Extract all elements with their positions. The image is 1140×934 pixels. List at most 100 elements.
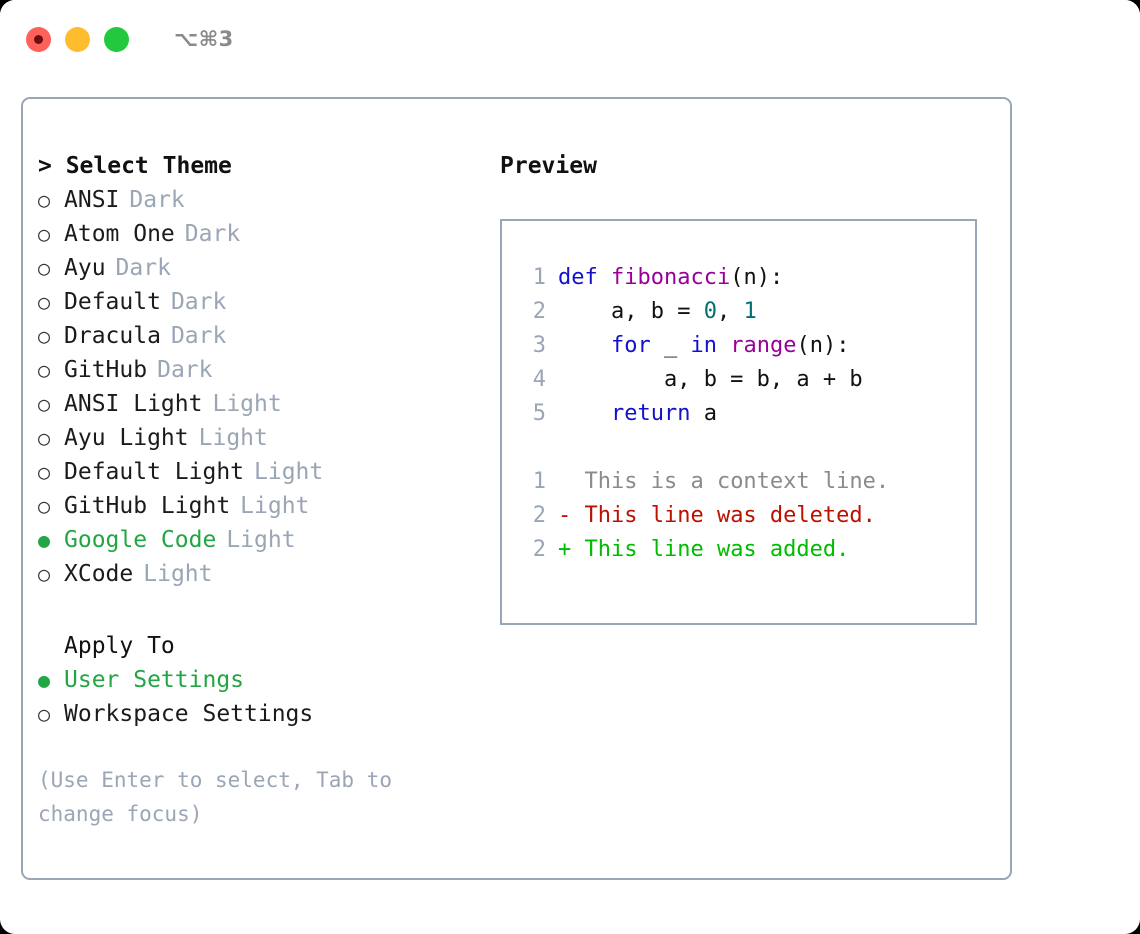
- radio-unselected-icon: ○: [38, 494, 51, 518]
- theme-option-tag: Dark: [170, 323, 227, 349]
- theme-option-label: Google Code: [64, 527, 217, 553]
- line-number: 3: [532, 333, 546, 358]
- apply-to-list: ●User Settings○Workspace Settings: [38, 663, 498, 731]
- radio-unselected-icon: ○: [38, 460, 51, 484]
- theme-option-ayu-light[interactable]: ○ Ayu Light Light: [38, 421, 498, 455]
- keyboard-shortcut-label: ⌥⌘3: [174, 27, 234, 51]
- theme-option-xcode[interactable]: ○ XCode Light: [38, 557, 498, 591]
- apply-to-option-workspace-settings[interactable]: ○Workspace Settings: [38, 697, 498, 731]
- theme-option-label: Ayu: [64, 255, 106, 281]
- apply-to-option-label: User Settings: [64, 667, 245, 693]
- theme-option-tag: Light: [254, 459, 324, 485]
- apply-to-option-user-settings[interactable]: ●User Settings: [38, 663, 498, 697]
- theme-option-tag: Dark: [157, 357, 213, 383]
- radio-unselected-icon: ○: [38, 222, 51, 246]
- diff-marker: -: [558, 503, 572, 528]
- theme-option-github-light[interactable]: ○ GitHub Light Light: [38, 489, 498, 523]
- diff-line-text: This line was added.: [571, 537, 850, 562]
- code-token-pl: (n):: [796, 333, 850, 358]
- theme-option-label: XCode: [64, 561, 134, 587]
- theme-option-google-code[interactable]: ● Google Code Light: [38, 523, 498, 557]
- code-line: 5 return a: [514, 397, 969, 431]
- maximize-button-icon[interactable]: [104, 26, 129, 52]
- code-token-pl: [558, 333, 611, 358]
- apply-to-heading: Apply To: [64, 633, 175, 659]
- code-token-kw: in: [690, 333, 717, 358]
- code-token-pl: [717, 333, 730, 358]
- code-token-num: 0: [703, 299, 717, 324]
- line-number: 2: [532, 299, 546, 324]
- code-token-pl: (n):: [730, 265, 784, 290]
- theme-option-ayu[interactable]: ○ Ayu Dark: [38, 251, 498, 285]
- diff-line-ctx: 1 This is a context line.: [514, 465, 969, 499]
- recording-dot-icon: [34, 34, 43, 44]
- theme-option-tag: Light: [226, 527, 296, 553]
- code-line: 4 a, b = b, a + b: [514, 363, 969, 397]
- theme-option-default-light[interactable]: ○ Default Light Light: [38, 455, 498, 489]
- theme-option-label: Atom One: [64, 221, 175, 247]
- theme-option-tag: Light: [198, 425, 268, 451]
- code-token-fn: range: [730, 333, 797, 358]
- spacer: [514, 431, 969, 465]
- theme-option-tag: Light: [143, 561, 213, 587]
- theme-option-tag: Dark: [129, 187, 185, 213]
- theme-option-tag: Light: [212, 391, 282, 417]
- code-token-kw: for: [610, 333, 651, 358]
- code-token-pl: a: [690, 401, 717, 426]
- code-token-pl: [558, 401, 611, 426]
- theme-option-tag: Dark: [115, 255, 171, 281]
- diff-marker: [558, 465, 571, 499]
- code-token-pl: a, b =: [558, 299, 704, 324]
- line-number: 5: [532, 401, 546, 426]
- line-number: 2: [532, 503, 546, 528]
- code-token-fn: fibonacci: [610, 265, 731, 290]
- radio-unselected-icon: ○: [38, 256, 51, 280]
- radio-unselected-icon: ○: [38, 290, 51, 314]
- close-button-icon[interactable]: [26, 26, 51, 52]
- code-line: 2 a, b = 0, 1: [514, 295, 969, 329]
- line-number: 1: [532, 469, 546, 494]
- diff-line-text: This is a context line.: [571, 469, 890, 494]
- code-token-kw: def: [558, 265, 611, 290]
- theme-option-label: Default: [64, 289, 161, 315]
- radio-unselected-icon: ○: [38, 562, 51, 586]
- code-line-text: return a: [558, 397, 717, 431]
- diff-line-add: 2 + This line was added.: [514, 533, 969, 567]
- theme-option-dracula[interactable]: ○ Dracula Dark: [38, 319, 498, 353]
- radio-unselected-icon: ○: [38, 324, 51, 348]
- line-number: 1: [532, 265, 546, 290]
- spacer: [38, 591, 498, 629]
- theme-option-label: Dracula: [64, 323, 161, 349]
- code-token-pl: _: [650, 333, 691, 358]
- radio-selected-icon: ●: [38, 528, 51, 552]
- code-token-pl: ,: [716, 299, 744, 324]
- select-theme-heading: > Select Theme: [38, 153, 232, 179]
- code-line-text: a, b = b, a + b: [558, 363, 863, 397]
- preview-heading: Preview: [500, 153, 597, 179]
- theme-option-label: ANSI Light: [64, 391, 203, 417]
- theme-option-label: Default Light: [64, 459, 245, 485]
- line-number: 2: [532, 537, 546, 562]
- theme-option-label: GitHub Light: [64, 493, 231, 519]
- theme-option-tag: Light: [240, 493, 310, 519]
- code-token-num: 1: [743, 299, 757, 324]
- theme-option-label: Ayu Light: [64, 425, 189, 451]
- theme-option-label: ANSI: [64, 187, 120, 213]
- minimize-button-icon[interactable]: [65, 26, 90, 52]
- radio-unselected-icon: ○: [38, 426, 51, 450]
- line-number: 4: [532, 367, 546, 392]
- diff-marker: +: [558, 537, 572, 562]
- code-line: 3 for _ in range(n):: [514, 329, 969, 363]
